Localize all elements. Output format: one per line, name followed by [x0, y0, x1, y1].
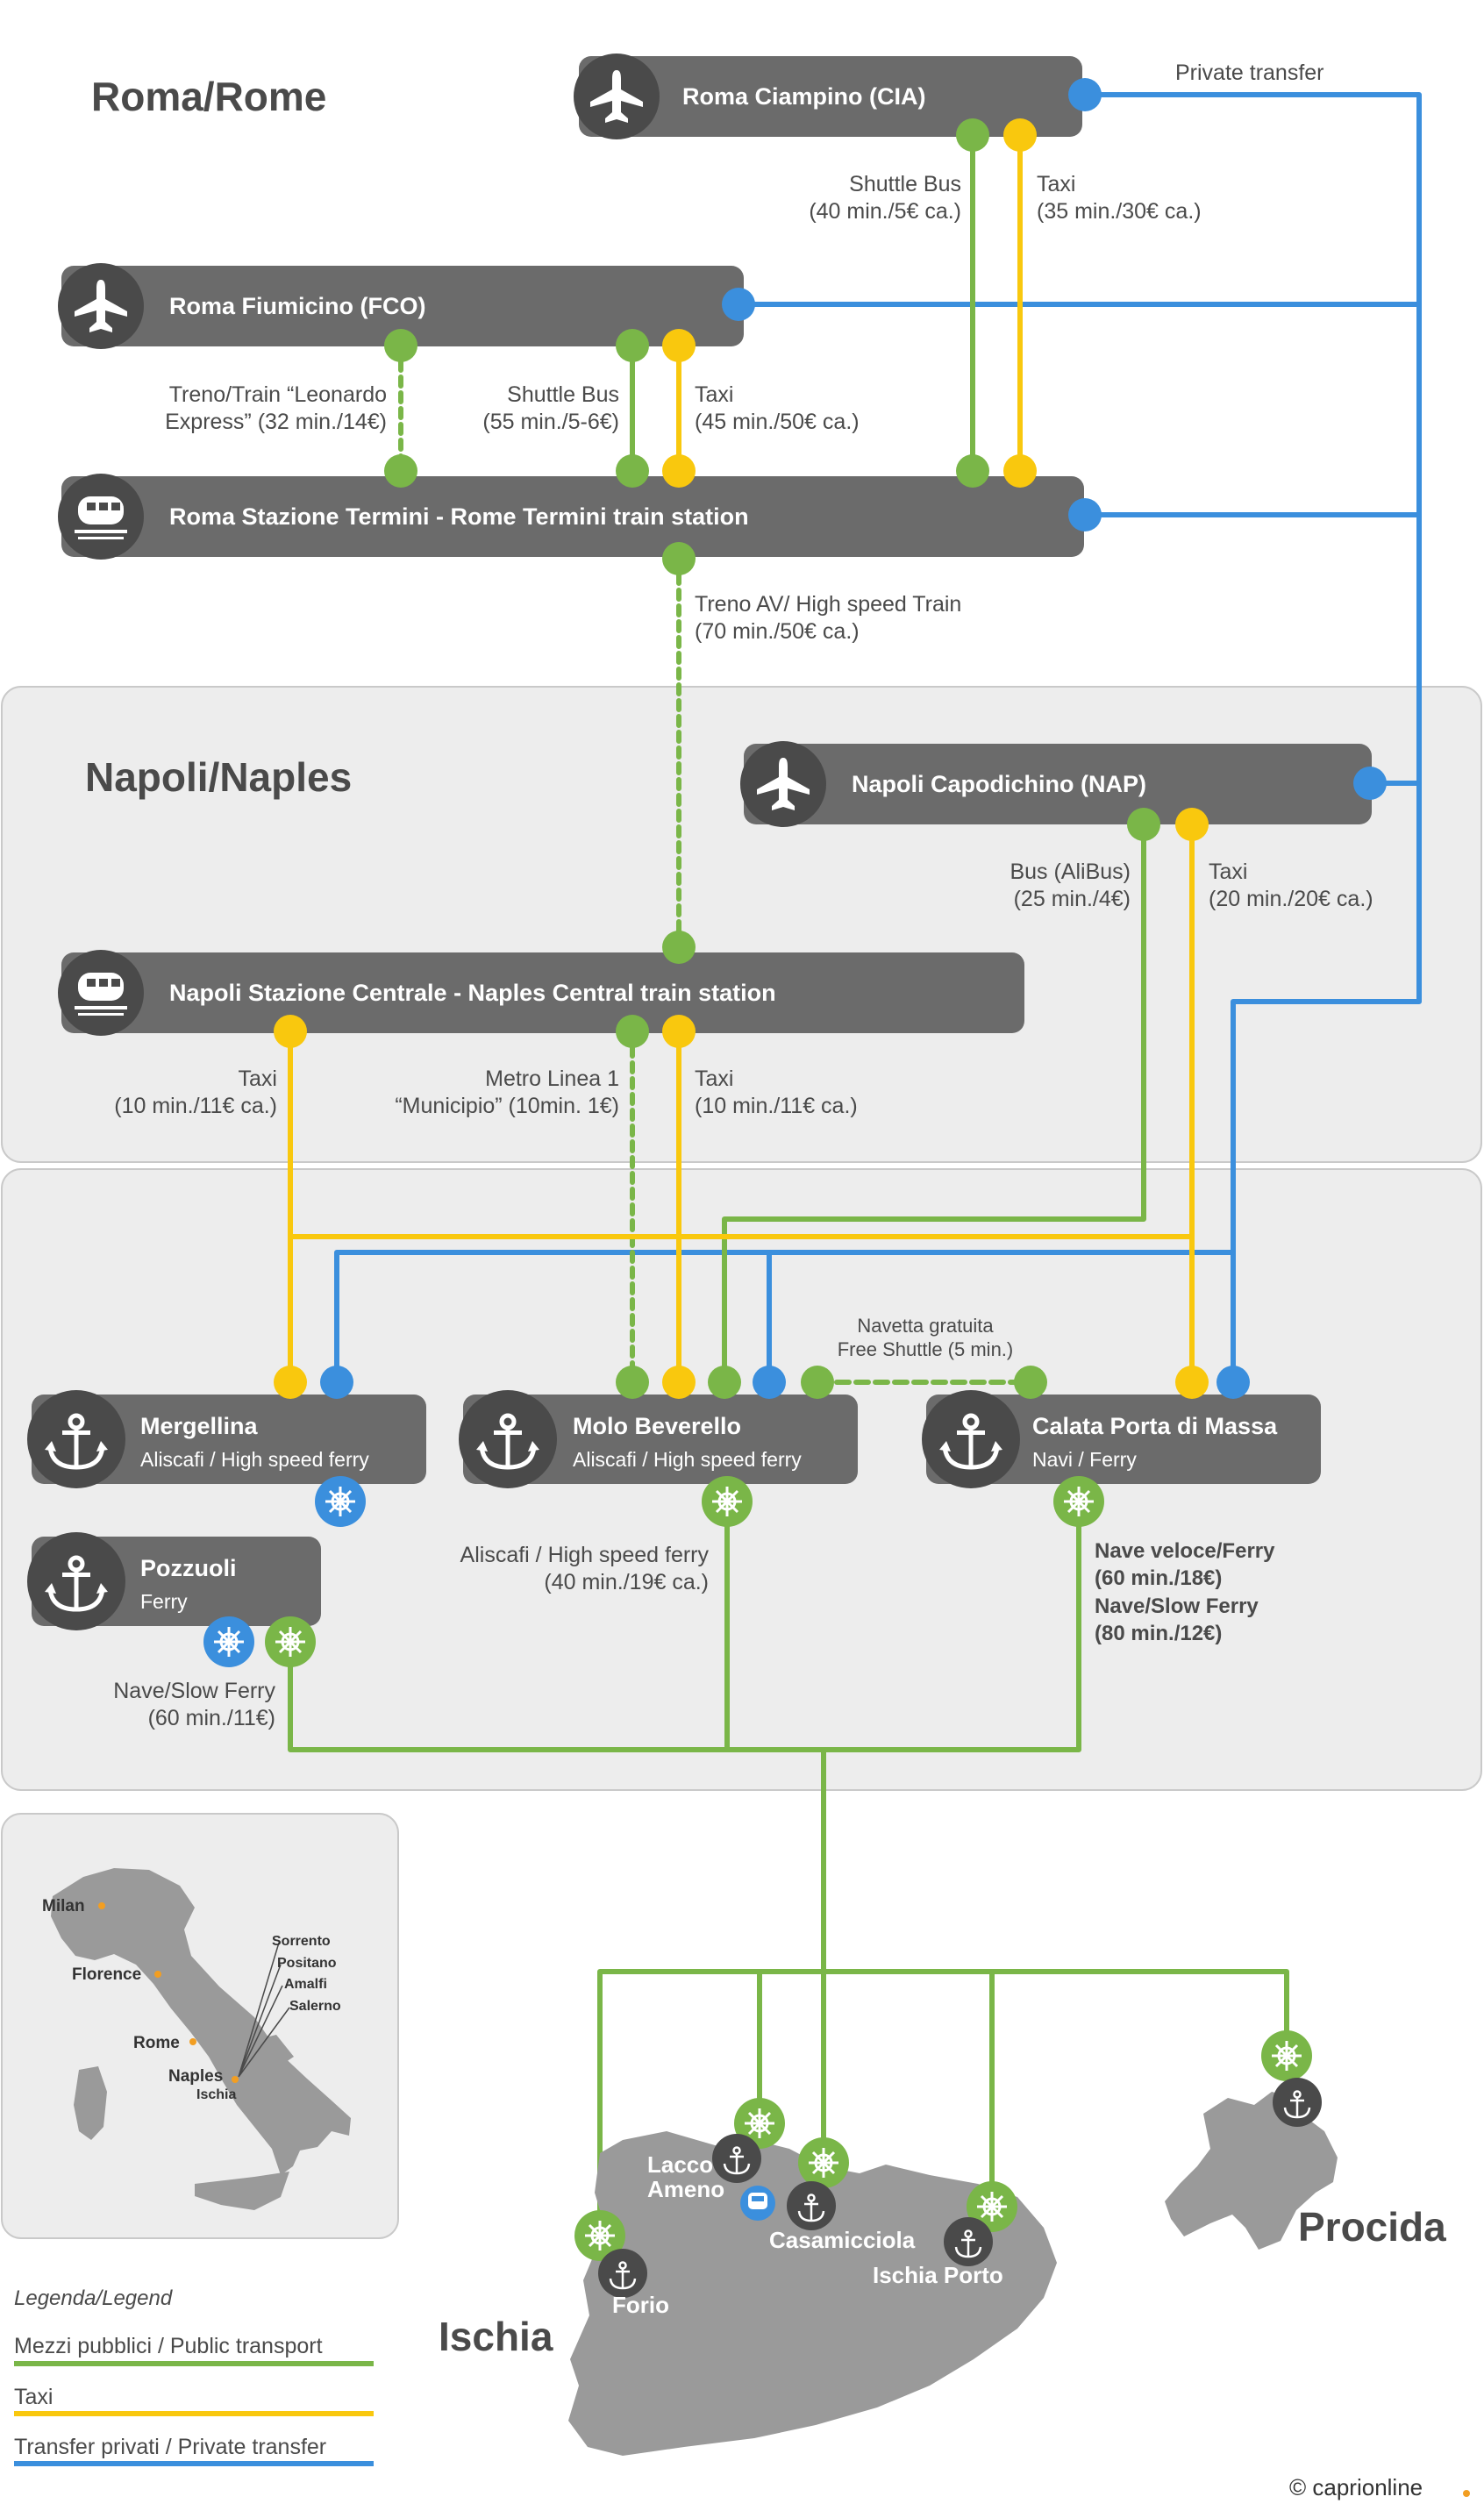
svg-text:Rome: Rome: [133, 2034, 180, 2052]
termini-label: Roma Stazione Termini - Rome Termini tra…: [169, 503, 749, 530]
fiumicino-label: Roma Fiumicino (FCO): [169, 293, 426, 319]
svg-text:Taxi: Taxi: [695, 382, 733, 407]
svg-text:Nave/Slow Ferry: Nave/Slow Ferry: [1095, 1594, 1259, 1618]
italy-map-labels: Milan Florence Rome Naples Ischia Sorren…: [42, 1897, 341, 2102]
svg-text:Taxi: Taxi: [695, 1066, 733, 1091]
copyright-label: © caprionline: [1289, 2474, 1423, 2500]
svg-text:Metro Linea 1: Metro Linea 1: [485, 1066, 619, 1091]
mergellina-sublabel: Aliscafi / High speed ferry: [140, 1448, 369, 1471]
rome-title: Roma/Rome: [91, 74, 326, 119]
svg-text:Express” (32 min./14€): Express” (32 min./14€): [165, 410, 387, 434]
legend-taxi-label: Taxi: [14, 2385, 53, 2409]
portadimassa-sublabel: Navi / Ferry: [1032, 1448, 1137, 1471]
node-sublabels: Aliscafi / High speed ferry Aliscafi / H…: [140, 1448, 1137, 1613]
italy-map: [51, 1868, 351, 2210]
svg-text:(40 min./19€ ca.): (40 min./19€ ca.): [544, 1570, 709, 1594]
destination-labels: Lacco Ameno Casamicciola Ischia Porto Fo…: [612, 2151, 1003, 2318]
alibus-line: [722, 822, 1146, 1385]
sicily: [195, 2172, 289, 2210]
svg-text:Treno/Train “Leonardo: Treno/Train “Leonardo: [169, 382, 387, 407]
svg-text:Taxi: Taxi: [239, 1066, 277, 1091]
svg-text:Sorrento: Sorrento: [272, 1934, 331, 1949]
pozzuoli-sublabel: Ferry: [140, 1590, 188, 1613]
route-lines: [288, 92, 1422, 2213]
svg-text:Forio: Forio: [612, 2292, 669, 2318]
ferry-collector-line: [288, 1499, 1081, 1752]
node-bars: [32, 56, 1372, 1626]
centrale-label: Napoli Stazione Centrale - Naples Centra…: [169, 980, 776, 1006]
beverello-label: Molo Beverello: [573, 1413, 741, 1439]
svg-text:Florence: Florence: [72, 1965, 141, 1984]
svg-text:Ischia: Ischia: [196, 2087, 236, 2102]
svg-text:“Municipio” (10min. 1€): “Municipio” (10min. 1€): [395, 1094, 619, 1118]
svg-text:(55 min./5-6€): (55 min./5-6€): [482, 410, 619, 434]
svg-text:(80 min./12€): (80 min./12€): [1095, 1622, 1222, 1645]
procida-island: [1165, 2092, 1338, 2250]
route-labels: Private transfer Shuttle Bus (40 min./5€…: [113, 61, 1373, 1730]
svg-text:(60 min./11€): (60 min./11€): [148, 1706, 275, 1730]
svg-text:(45 min./50€ ca.): (45 min./50€ ca.): [695, 410, 860, 434]
svg-text:(35 min./30€ ca.): (35 min./30€ ca.): [1037, 199, 1202, 224]
ischia-island: [568, 2131, 1057, 2456]
ischia-distribution-line: [597, 1747, 1289, 2213]
svg-text:Casamicciola: Casamicciola: [769, 2227, 916, 2253]
svg-text:Shuttle Bus: Shuttle Bus: [507, 382, 619, 407]
svg-text:Ischia Porto: Ischia Porto: [873, 2262, 1003, 2288]
legend-title: Legenda/Legend: [14, 2286, 173, 2310]
ischia-title: Ischia: [439, 2314, 553, 2359]
svg-text:Nave veloce/Ferry: Nave veloce/Ferry: [1095, 1539, 1275, 1563]
beverello-sublabel: Aliscafi / High speed ferry: [573, 1448, 802, 1471]
svg-text:Taxi: Taxi: [1037, 172, 1075, 196]
sardinia: [74, 2066, 107, 2140]
ferry-wheel-badges: [203, 1476, 1104, 1667]
naples-title: Napoli/Naples: [85, 754, 352, 800]
svg-text:Salerno: Salerno: [289, 1999, 341, 2014]
italy-mainland: [51, 1868, 351, 2175]
legend-public-label: Mezzi pubblici / Public transport: [14, 2334, 323, 2358]
node-labels: Roma Ciampino (CIA) Roma Fiumicino (FCO)…: [140, 83, 1278, 1581]
destination-badges: [574, 2030, 1322, 2298]
svg-text:(25 min./4€): (25 min./4€): [1014, 887, 1131, 911]
svg-text:Aliscafi / High speed ferry: Aliscafi / High speed ferry: [460, 1543, 710, 1567]
svg-text:(10 min./11€ ca.): (10 min./11€ ca.): [114, 1094, 277, 1118]
svg-text:(60 min./18€): (60 min./18€): [1095, 1566, 1222, 1590]
svg-text:Shuttle Bus: Shuttle Bus: [849, 172, 961, 196]
legend-private-label: Transfer privati / Private transfer: [14, 2435, 326, 2459]
svg-text:Nave/Slow Ferry: Nave/Slow Ferry: [113, 1679, 275, 1703]
svg-text:Free Shuttle (5 min.): Free Shuttle (5 min.): [838, 1338, 1014, 1360]
svg-text:Bus (AliBus): Bus (AliBus): [1010, 860, 1131, 884]
private-transfer-label: Private transfer: [1175, 61, 1324, 85]
svg-text:Naples: Naples: [168, 2067, 223, 2086]
svg-text:Navetta gratuita: Navetta gratuita: [857, 1315, 994, 1337]
svg-text:(20 min./20€ ca.): (20 min./20€ ca.): [1209, 887, 1373, 911]
svg-text:Ameno: Ameno: [647, 2176, 724, 2202]
svg-text:Taxi: Taxi: [1209, 860, 1247, 884]
svg-text:Lacco: Lacco: [647, 2151, 713, 2178]
logo-dot: [1463, 2490, 1470, 2497]
portadimassa-label: Calata Porta di Massa: [1032, 1413, 1278, 1439]
svg-text:(70 min./50€ ca.): (70 min./50€ ca.): [695, 619, 860, 644]
taxi-naples-lines: [288, 822, 1195, 1385]
svg-text:(40 min./5€ ca.): (40 min./5€ ca.): [809, 199, 961, 224]
node-icons: [27, 53, 1020, 1630]
svg-text:Treno AV/ High speed Train: Treno AV/ High speed Train: [695, 592, 961, 617]
svg-text:(10 min./11€ ca.): (10 min./11€ ca.): [695, 1094, 858, 1118]
pozzuoli-label: Pozzuoli: [140, 1555, 237, 1581]
private-mergellina-line: [334, 1250, 1236, 1385]
private-trunk-line: [1082, 92, 1422, 1385]
procida-title: Procida: [1298, 2204, 1446, 2250]
svg-text:Amalfi: Amalfi: [284, 1977, 327, 1992]
legend: Legenda/Legend Mezzi pubblici / Public t…: [14, 2286, 374, 2466]
svg-text:Milan: Milan: [42, 1897, 85, 1915]
svg-text:Positano: Positano: [277, 1956, 337, 1971]
connector-dots: [274, 78, 1387, 1399]
capodichino-label: Napoli Capodichino (NAP): [852, 771, 1146, 797]
ciampino-label: Roma Ciampino (CIA): [682, 83, 926, 110]
mergellina-label: Mergellina: [140, 1413, 259, 1439]
